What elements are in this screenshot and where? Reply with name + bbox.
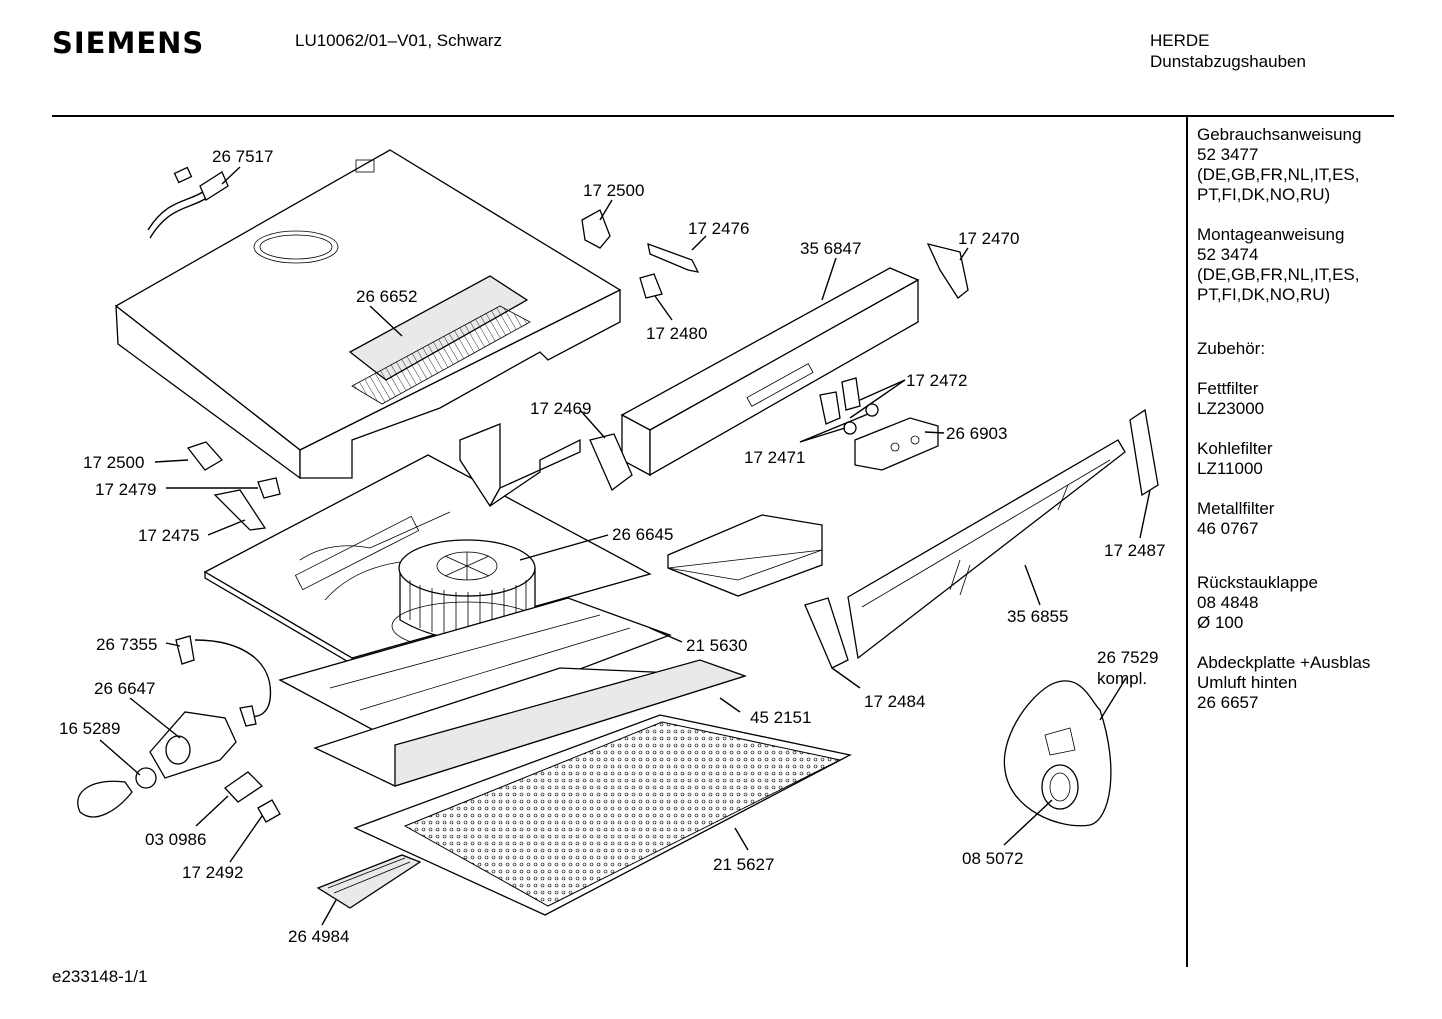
model-number: LU10062/01–V01, Schwarz bbox=[295, 31, 502, 50]
sidebar-divider bbox=[1186, 117, 1188, 967]
front-strip bbox=[620, 267, 920, 477]
sidebar-line: Zubehör: bbox=[1197, 339, 1266, 358]
vent-slots bbox=[351, 305, 531, 405]
sidebar-line: 08 4848 bbox=[1197, 593, 1259, 612]
part-label: 17 2476 bbox=[688, 219, 749, 238]
hood-housing bbox=[114, 149, 622, 480]
brand-logo: SIEMENS bbox=[52, 26, 205, 60]
mounting-block: Montageanweisung 52 3474 (DE,GB,FR,NL,IT… bbox=[1197, 225, 1437, 305]
leader-lines bbox=[99, 166, 1151, 926]
part-label: 17 2500 bbox=[583, 181, 644, 200]
sidebar-line: Abdeckplatte +Ausblas bbox=[1197, 653, 1371, 672]
power-cord bbox=[147, 166, 229, 239]
part-label: 17 2470 bbox=[958, 229, 1019, 248]
sidebar-line: Metallfilter bbox=[1197, 499, 1275, 518]
sidebar-line: 46 0767 bbox=[1197, 519, 1259, 538]
backflow-flap-block: Rückstauklappe 08 4848 Ø 100 bbox=[1197, 573, 1437, 633]
metal-filter-block: Metallfilter 46 0767 bbox=[1197, 499, 1437, 539]
small-clips bbox=[186, 209, 969, 531]
accessory-bag bbox=[1003, 680, 1112, 827]
duct-piece bbox=[459, 423, 581, 508]
part-label: kompl. bbox=[1097, 669, 1147, 688]
sidebar-line: Umluft hinten bbox=[1197, 673, 1298, 692]
part-label: 26 6652 bbox=[356, 287, 417, 306]
light-bulb bbox=[77, 780, 133, 818]
terminal-block bbox=[224, 771, 264, 803]
part-label: 26 6903 bbox=[946, 424, 1007, 443]
category-title: HERDE bbox=[1150, 31, 1210, 50]
part-label: 21 5630 bbox=[686, 636, 747, 655]
accessories-heading: Zubehör: bbox=[1197, 339, 1437, 359]
grease-filter bbox=[353, 714, 852, 916]
part-label: 45 2151 bbox=[750, 708, 811, 727]
document-id: e233148-1/1 bbox=[52, 967, 148, 986]
header-divider bbox=[52, 115, 1394, 117]
sidebar-line: (DE,GB,FR,NL,IT,ES, bbox=[1197, 265, 1360, 284]
part-label: 16 5289 bbox=[59, 719, 120, 738]
lamp-holder bbox=[135, 711, 237, 789]
grease-filter-block: Fettfilter LZ23000 bbox=[1197, 379, 1437, 419]
switch-knob bbox=[257, 799, 281, 823]
part-labels: 26 7517 17 2500 17 2476 35 6847 17 2470 … bbox=[59, 147, 1165, 946]
part-label: 21 5627 bbox=[713, 855, 774, 874]
sidebar-line: LZ11000 bbox=[1197, 459, 1263, 478]
part-label: 03 0986 bbox=[145, 830, 206, 849]
filter-handle bbox=[316, 854, 422, 909]
part-label: 17 2492 bbox=[182, 863, 243, 882]
part-label: 17 2484 bbox=[864, 692, 925, 711]
sidebar-line: LZ23000 bbox=[1197, 399, 1265, 418]
manual-block: Gebrauchsanweisung 52 3477 (DE,GB,FR,NL,… bbox=[1197, 125, 1437, 205]
panel-end-caps bbox=[804, 408, 1159, 669]
part-label: 17 2471 bbox=[744, 448, 805, 467]
part-label: 26 4984 bbox=[288, 927, 349, 946]
part-label: 08 5072 bbox=[962, 849, 1023, 868]
exploded-parts-diagram: 26 7517 17 2500 17 2476 35 6847 17 2470 … bbox=[59, 147, 1165, 946]
part-label: 35 6855 bbox=[1007, 607, 1068, 626]
sidebar-line: Ø 100 bbox=[1197, 613, 1244, 632]
carbon-filter-box bbox=[667, 514, 823, 597]
filter-frame bbox=[313, 659, 748, 787]
sidebar-line: Montageanweisung bbox=[1197, 225, 1345, 244]
part-label: 35 6847 bbox=[800, 239, 861, 258]
part-label: 17 2487 bbox=[1104, 541, 1165, 560]
part-label: 17 2469 bbox=[530, 399, 591, 418]
part-label: 26 6647 bbox=[94, 679, 155, 698]
accessory-sidebar: Gebrauchsanweisung 52 3477 (DE,GB,FR,NL,… bbox=[1197, 125, 1437, 733]
sidebar-line: Fettfilter bbox=[1197, 379, 1259, 398]
part-label: 17 2479 bbox=[95, 480, 156, 499]
part-label: 17 2480 bbox=[646, 324, 707, 343]
separation-plate bbox=[278, 597, 672, 741]
carbon-filter-block: Kohlefilter LZ11000 bbox=[1197, 439, 1437, 479]
part-label: 26 6645 bbox=[612, 525, 673, 544]
part-label: 17 2475 bbox=[138, 526, 199, 545]
part-label: 17 2500 bbox=[83, 453, 144, 472]
part-label: 26 7529 bbox=[1097, 648, 1158, 667]
sidebar-line: 26 6657 bbox=[1197, 693, 1259, 712]
cover-plate-block: Abdeckplatte +Ausblas Umluft hinten 26 6… bbox=[1197, 653, 1437, 713]
sidebar-line: PT,FI,DK,NO,RU) bbox=[1197, 285, 1331, 304]
sidebar-line: Kohlefilter bbox=[1197, 439, 1273, 458]
sidebar-line: PT,FI,DK,NO,RU) bbox=[1197, 185, 1331, 204]
part-label: 17 2472 bbox=[906, 371, 967, 390]
part-label: 26 7355 bbox=[96, 635, 157, 654]
sidebar-line: Rückstauklappe bbox=[1197, 573, 1318, 592]
category-subtitle: Dunstabzugshauben bbox=[1150, 52, 1306, 71]
glass-panel bbox=[847, 439, 1126, 660]
sidebar-line: 52 3474 bbox=[1197, 245, 1259, 264]
sidebar-line: (DE,GB,FR,NL,IT,ES, bbox=[1197, 165, 1360, 184]
part-label: 26 7517 bbox=[212, 147, 273, 166]
wiring-harness bbox=[175, 635, 272, 727]
sidebar-line: 52 3477 bbox=[1197, 145, 1259, 164]
sidebar-line: Gebrauchsanweisung bbox=[1197, 125, 1362, 144]
